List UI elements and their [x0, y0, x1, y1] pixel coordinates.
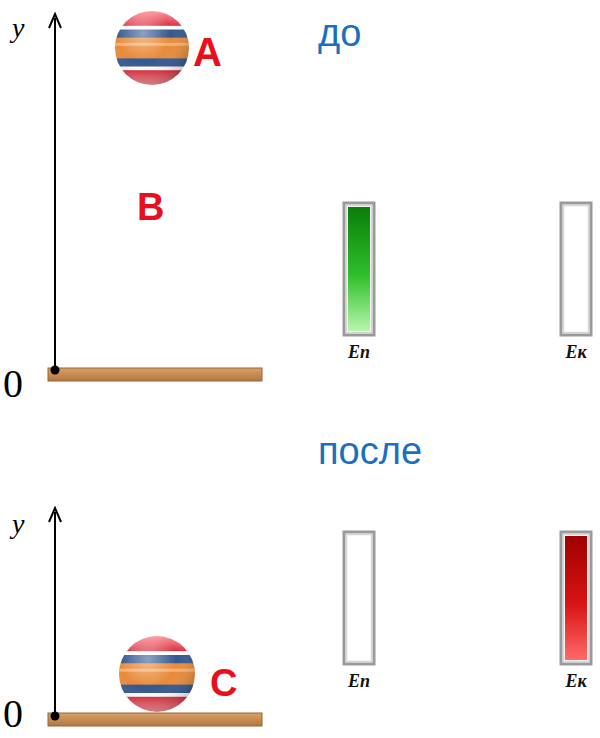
energy-label: Eк — [554, 343, 598, 361]
origin-dot — [51, 712, 60, 721]
axis-line — [54, 18, 56, 370]
axis-arrow — [49, 508, 61, 522]
y-axis — [49, 14, 61, 370]
bar-outline — [341, 201, 377, 337]
energy-bar: Eк — [554, 201, 598, 361]
axis-label: y — [12, 14, 24, 42]
floor-plank — [48, 713, 262, 726]
energy-bar: Eп — [337, 530, 381, 690]
energy-bar: Eк — [554, 530, 598, 690]
bar-outline — [558, 201, 594, 337]
axis-line — [54, 512, 56, 716]
origin-dot — [51, 366, 60, 375]
state-label: до — [318, 14, 361, 52]
bar-outline — [341, 530, 377, 666]
energy-bar: Eп — [337, 201, 381, 361]
point-label: B — [137, 188, 164, 226]
state-label: после — [318, 432, 422, 470]
bar-frame — [344, 532, 374, 664]
origin-label: 0 — [3, 364, 23, 404]
point-label: C — [210, 664, 237, 702]
bar-fill — [565, 536, 587, 660]
axis-arrow — [49, 14, 61, 28]
bar-frame — [344, 203, 374, 335]
origin-label: 0 — [3, 694, 23, 734]
bar-frame — [561, 532, 591, 664]
bar-outline — [558, 530, 594, 666]
axis-label: y — [12, 510, 24, 538]
floor-plank — [48, 368, 262, 381]
ball — [119, 636, 195, 713]
y-axis — [49, 508, 61, 716]
ball — [115, 11, 189, 86]
energy-label: Eп — [337, 672, 381, 690]
energy-label: Eп — [337, 343, 381, 361]
bar-fill — [348, 207, 370, 331]
point-label: A — [193, 32, 222, 72]
energy-label: Eк — [554, 672, 598, 690]
bar-frame — [561, 203, 591, 335]
